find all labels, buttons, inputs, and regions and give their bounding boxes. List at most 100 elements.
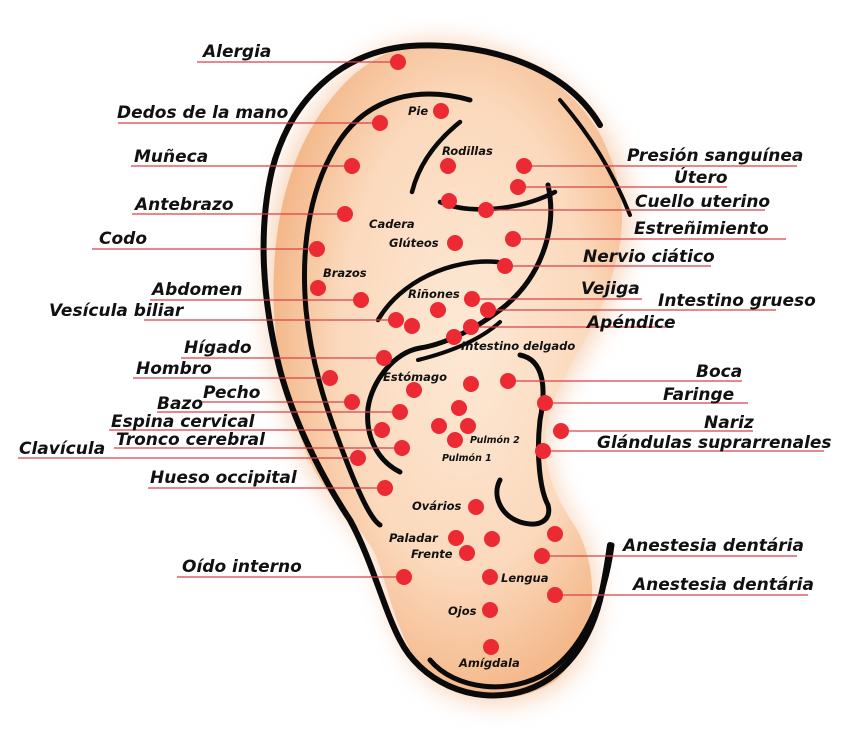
label-gluteos: Glúteos xyxy=(389,236,439,250)
point-lengua xyxy=(482,569,498,585)
point-cuello xyxy=(478,202,494,218)
point-pulmon-b xyxy=(431,418,447,434)
point-intestino-grueso xyxy=(480,302,496,318)
label-estomago: Estómago xyxy=(383,370,447,384)
superior-crus xyxy=(409,119,463,195)
point-higado xyxy=(376,350,392,366)
ear-illustration xyxy=(260,40,632,705)
antihelix-outline xyxy=(302,91,473,528)
label-higado: Hígado xyxy=(184,338,252,358)
point-rinones-2 xyxy=(404,318,420,334)
point-occipital xyxy=(377,480,393,496)
label-suprarrenales: Glándulas suprarrenales xyxy=(597,433,832,453)
point-alergia xyxy=(390,54,406,70)
label-antebrazo: Antebrazo xyxy=(133,195,234,215)
point-apendice xyxy=(463,319,479,335)
label-intestino-delgado: Intestino delgado xyxy=(461,339,575,353)
label-abdomen: Abdomen xyxy=(150,280,243,300)
point-boca xyxy=(500,373,516,389)
point-suprarrenales xyxy=(535,443,551,459)
point-pulmon-2 xyxy=(460,418,476,434)
helix-tail xyxy=(558,98,632,217)
point-ovarios xyxy=(468,499,484,515)
label-bazo: Bazo xyxy=(157,394,203,414)
point-frente xyxy=(459,545,475,561)
label-frente: Frente xyxy=(411,547,453,561)
label-nariz: Nariz xyxy=(704,413,754,433)
point-anestesia-1 xyxy=(534,548,550,564)
label-clavicula: Clavícula xyxy=(19,439,105,459)
label-faringe: Faringe xyxy=(663,385,734,405)
point-faringe xyxy=(537,395,553,411)
label-alergia: Alergia xyxy=(201,42,271,62)
label-occipital: Hueso occipital xyxy=(150,468,298,488)
acupoints xyxy=(309,54,569,655)
point-rinones xyxy=(430,302,446,318)
label-muneca: Muñeca xyxy=(134,147,208,167)
label-ciatico: Nervio ciático xyxy=(583,247,715,267)
label-lengua: Lengua xyxy=(501,571,549,585)
point-presion xyxy=(516,158,532,174)
label-rinones: Riñones xyxy=(408,287,460,301)
point-rodillas xyxy=(440,158,456,174)
leader-lines xyxy=(18,61,824,596)
point-estomago xyxy=(406,382,422,398)
external-labels: Alergia Dedos de la mano Muñeca Antebraz… xyxy=(19,42,832,595)
label-vesicula: Vesícula biliar xyxy=(49,301,185,321)
point-amigdala xyxy=(483,639,499,655)
label-rodillas: Rodillas xyxy=(442,144,493,158)
point-cadera xyxy=(441,193,457,209)
point-bazo xyxy=(344,394,360,410)
label-dedos: Dedos de la mano xyxy=(117,103,289,123)
point-espina xyxy=(374,422,390,438)
ear-skin xyxy=(273,43,623,699)
tragus-outline xyxy=(494,352,552,527)
point-abdomen xyxy=(353,292,369,308)
point-muneca xyxy=(344,158,360,174)
point-pulmon-a xyxy=(451,400,467,416)
point-oido xyxy=(396,569,412,585)
point-utero xyxy=(510,179,526,195)
point-ciatico xyxy=(497,258,513,274)
point-tronco xyxy=(394,440,410,456)
label-paladar: Paladar xyxy=(389,531,439,545)
label-anestesia-2: Anestesia dentária xyxy=(631,575,814,595)
point-vejiga xyxy=(464,291,480,307)
label-codo: Codo xyxy=(99,229,147,249)
helix-outline xyxy=(260,42,613,699)
label-intestino-grueso: Intestino grueso xyxy=(658,291,816,311)
label-vejiga: Vejiga xyxy=(581,279,640,299)
label-cadera: Cadera xyxy=(369,217,415,231)
point-anestesia-2 xyxy=(547,587,563,603)
point-pulmon-1 xyxy=(447,432,463,448)
label-cuello: Cuello uterino xyxy=(635,192,770,212)
label-ojos: Ojos xyxy=(448,604,477,618)
point-vesicula xyxy=(388,312,404,328)
label-pulmon-2: Pulmón 2 xyxy=(470,435,520,446)
point-nariz xyxy=(553,423,569,439)
point-gluteos xyxy=(447,235,463,251)
label-brazos: Brazos xyxy=(323,266,367,280)
label-anestesia-1: Anestesia dentária xyxy=(621,536,804,556)
label-oido: Oído interno xyxy=(182,557,302,577)
point-estomago-2 xyxy=(463,376,479,392)
label-amigdala: Amígdala xyxy=(458,656,520,670)
label-boca: Boca xyxy=(696,362,742,382)
point-antebrazo xyxy=(337,206,353,222)
lobe-outline xyxy=(427,542,615,690)
point-intestino-delgado xyxy=(446,329,462,345)
point-codo xyxy=(309,241,325,257)
point-pecho xyxy=(392,404,408,420)
label-hombro: Hombro xyxy=(136,359,212,379)
internal-labels: Pie Rodillas Cadera Glúteos Brazos Riñon… xyxy=(323,104,575,670)
label-pulmon-1: Pulmón 1 xyxy=(442,453,492,464)
label-pecho: Pecho xyxy=(203,383,261,403)
point-estrenimiento xyxy=(505,231,521,247)
label-apendice: Apéndice xyxy=(585,313,676,333)
point-brazos xyxy=(310,280,326,296)
label-tronco: Tronco cerebral xyxy=(116,430,266,450)
point-ojos xyxy=(482,602,498,618)
label-pie: Pie xyxy=(408,104,428,118)
point-clavicula xyxy=(350,450,366,466)
